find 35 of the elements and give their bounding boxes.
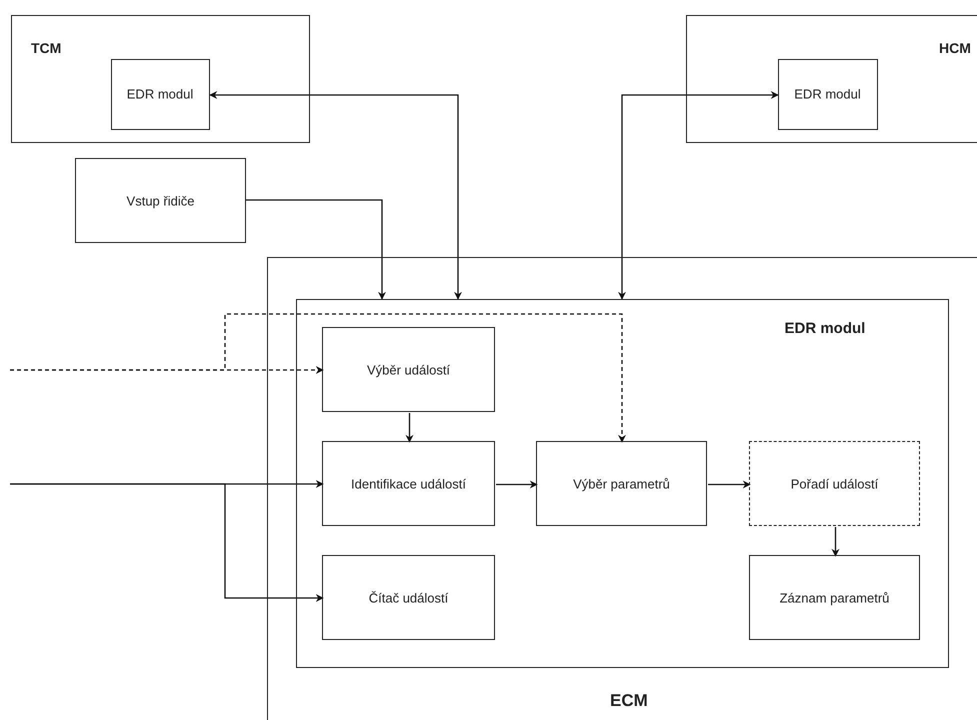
node-label: Identifikace událostí <box>350 476 467 491</box>
arrow <box>496 480 538 488</box>
node-label: EDR modul <box>784 320 866 336</box>
node-label: EDR modul <box>793 86 862 102</box>
arrow <box>10 313 626 443</box>
arrow <box>832 527 840 557</box>
node-label: Čítač událostí <box>368 590 450 605</box>
arrow <box>246 199 386 300</box>
node-label: Výběr parametrů <box>572 476 671 491</box>
process-box <box>749 555 920 640</box>
arrow <box>10 483 324 602</box>
node-label: Výběr událostí <box>366 362 452 377</box>
node-label: Pořadí událostí <box>790 476 880 491</box>
arrow <box>708 480 751 488</box>
input-box <box>75 158 246 243</box>
process-box <box>322 441 495 526</box>
node-label: ECM <box>610 691 648 711</box>
arrow <box>618 91 779 300</box>
module-box <box>11 15 310 143</box>
process-box <box>536 441 707 526</box>
process-box <box>322 555 495 640</box>
module-box <box>267 257 977 720</box>
node-label: Záznam parametrů <box>778 590 890 605</box>
node-label: HCM <box>939 40 971 56</box>
arrow <box>209 91 462 300</box>
node-label: EDR modul <box>126 86 194 102</box>
node-label: Vstup řidiče <box>126 193 196 208</box>
arrow <box>406 413 414 443</box>
node-label: TCM <box>31 40 62 56</box>
module-box <box>778 58 878 130</box>
module-box <box>296 298 948 668</box>
process-box <box>749 441 920 526</box>
module-box <box>110 58 210 130</box>
module-box <box>686 15 977 143</box>
process-box <box>322 327 495 412</box>
